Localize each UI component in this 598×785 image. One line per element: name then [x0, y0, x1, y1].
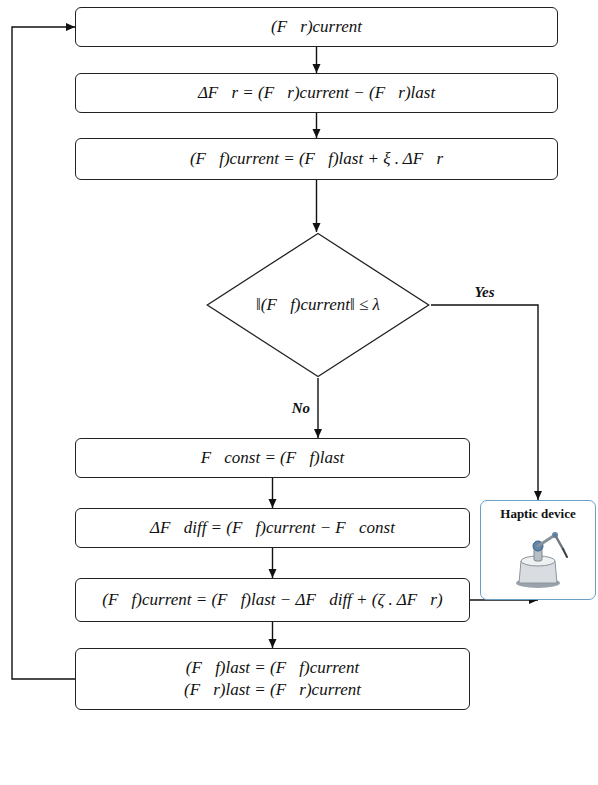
input-box: (F⃗r)current — [75, 7, 558, 47]
flow-arrow — [316, 180, 317, 232]
device-box: Haptic device — [480, 500, 596, 600]
update-box: (F⃗f)last = (F⃗f)current(F⃗r)last = (F⃗r… — [75, 648, 470, 710]
process-box: ΔF⃗diff = (F⃗f)current − F⃗const — [75, 508, 470, 548]
formula-text: ΔF⃗diff = (F⃗f)current − F⃗const — [150, 517, 395, 539]
device-heading: Haptic device — [500, 506, 575, 523]
formula-text: (F⃗r)last = (F⃗r)current — [184, 679, 361, 701]
flow-arrow — [12, 27, 75, 679]
process-box: F⃗const = (F⃗f)last — [75, 438, 470, 478]
formula-text: (F⃗r)current — [271, 16, 362, 38]
haptic-device-illustration — [503, 527, 573, 589]
decision-diamond: ‖(F⃗f)current‖ ≤ λ — [205, 232, 431, 378]
branch-label: Yes — [473, 284, 497, 301]
formula-text: (F⃗f)current = (F⃗f)last − ΔF⃗diff + (ζ … — [102, 589, 442, 611]
flow-arrow — [316, 113, 317, 138]
flow-arrow — [272, 548, 273, 578]
formula-text: F⃗const = (F⃗f)last — [201, 447, 345, 469]
process-box: (F⃗f)current = (F⃗f)last + ξ . ΔF⃗r — [75, 138, 558, 180]
process-box: (F⃗f)current = (F⃗f)last − ΔF⃗diff + (ζ … — [75, 578, 470, 622]
flow-arrow — [272, 478, 273, 508]
flow-arrow — [272, 622, 273, 648]
formula-text: (F⃗f)current = (F⃗f)last + ξ . ΔF⃗r — [190, 148, 443, 170]
formula-text: (F⃗f)last = (F⃗f)current — [186, 657, 359, 679]
branch-label: No — [290, 400, 312, 417]
formula-text: ‖(F⃗f)current‖ ≤ λ — [256, 294, 380, 316]
formula-text: ΔF⃗r = (F⃗r)current − (F⃗r)last — [198, 82, 435, 104]
flow-arrow — [317, 378, 318, 438]
process-box: ΔF⃗r = (F⃗r)current − (F⃗r)last — [75, 73, 558, 113]
flow-arrow — [316, 47, 317, 73]
